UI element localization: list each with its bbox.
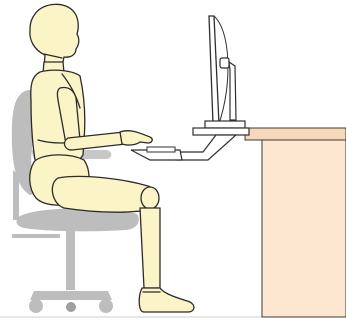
keyboard-slide [193, 128, 249, 135]
desk-top [245, 128, 346, 140]
figure-shin [140, 208, 160, 288]
monitor-stand-base [205, 121, 245, 128]
chair-base [30, 291, 112, 300]
chair-wheel-center [66, 302, 76, 312]
chair-back-support [13, 170, 19, 220]
chair-wheel-right [99, 299, 113, 313]
monitor-stand-arm [229, 62, 236, 120]
desk-body [262, 140, 346, 317]
figure-knee [141, 187, 159, 209]
monitor-hinge [220, 58, 229, 68]
chair-wheel-left [29, 299, 43, 313]
chair-column [66, 230, 75, 290]
keyboard [147, 147, 175, 152]
